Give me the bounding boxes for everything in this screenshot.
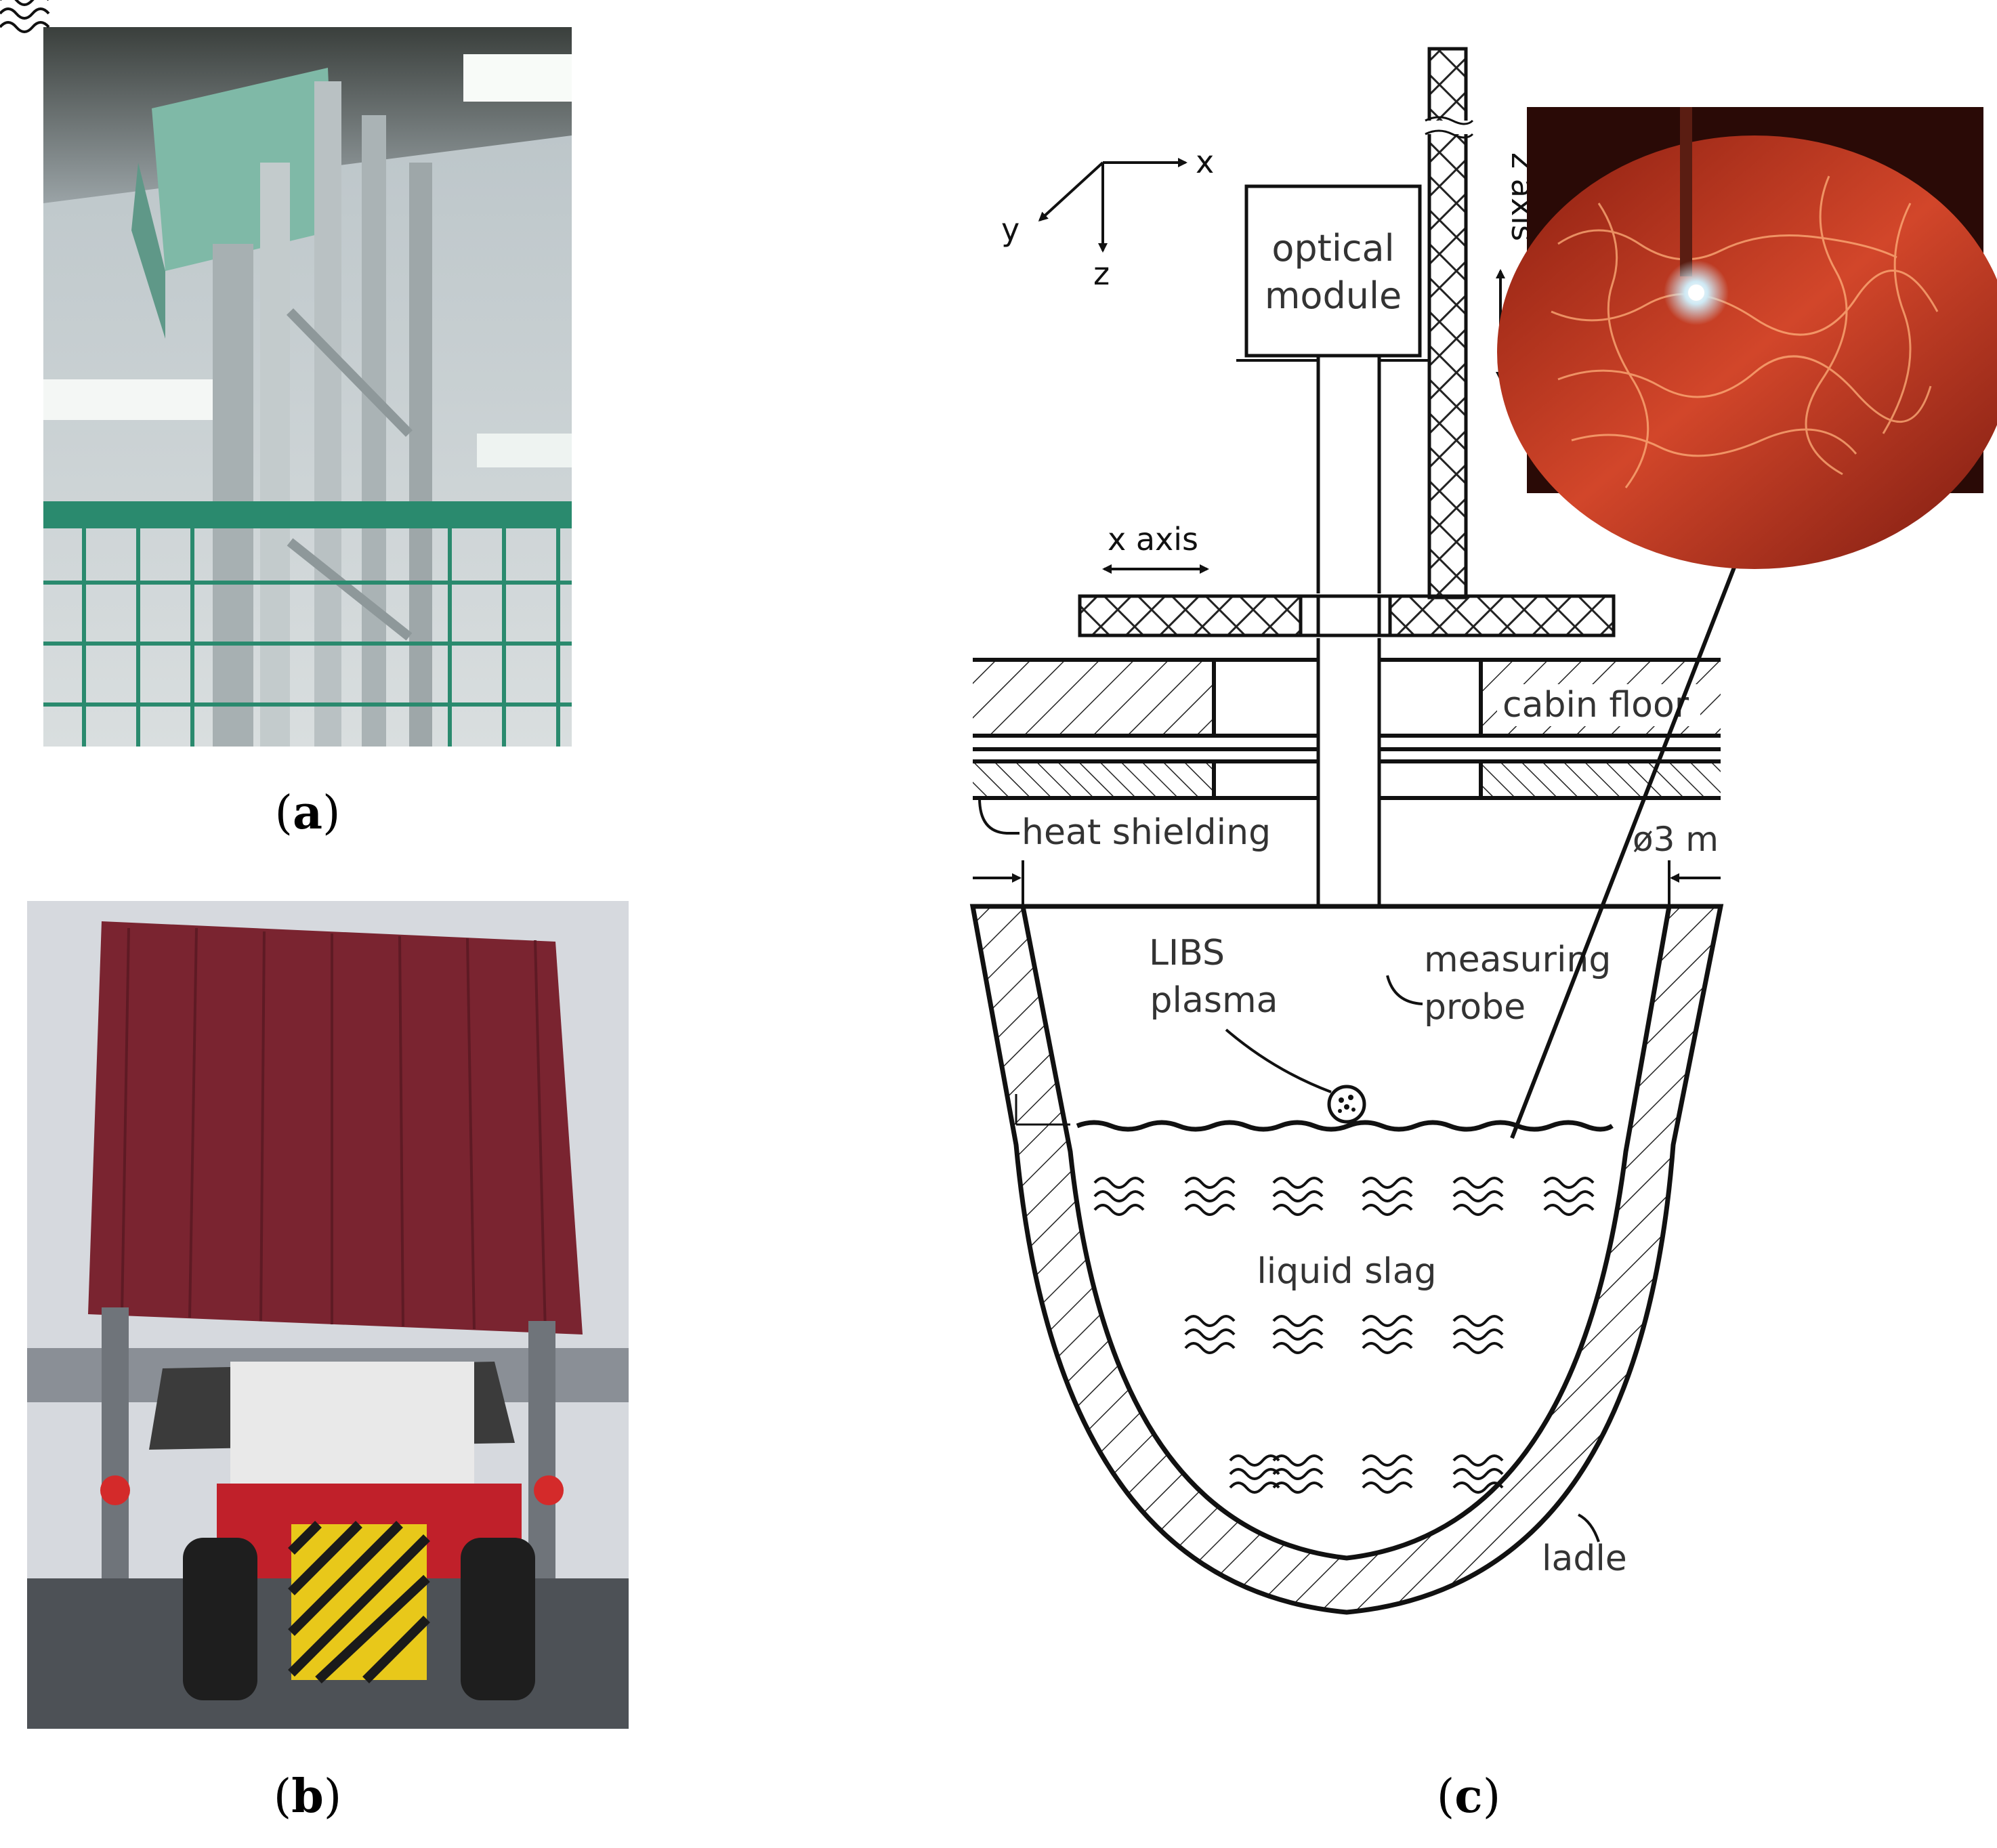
photo-b-cabin-truck (27, 901, 629, 1729)
coordinate-axes (1038, 158, 1187, 253)
caption-c: (c) (1436, 1769, 1501, 1824)
caption-a: (a) (274, 786, 341, 840)
ladle-label: ladle (1542, 1538, 1627, 1579)
optical-module-label-line1: optical (1271, 227, 1394, 270)
cabin-truck-illustration (27, 901, 629, 1729)
ladle (969, 904, 1724, 1615)
caption-b: (b) (273, 1769, 342, 1824)
x-axis-label: x axis (1108, 521, 1198, 558)
z-axis-rail (1427, 47, 1468, 600)
libs-label-line1: LIBS (1149, 933, 1225, 973)
photo-a-installation (43, 27, 572, 747)
libs-label-line2: plasma (1150, 980, 1278, 1021)
probe-label-line1: measuring (1424, 940, 1611, 980)
installation-illustration (43, 27, 572, 747)
slag-surface (1076, 1120, 1614, 1132)
axis-z-label: z (1093, 255, 1110, 292)
z-axis-label: z axis (1505, 152, 1541, 241)
cabin-floor (973, 654, 1721, 803)
slag-surface-photo-inset (1497, 107, 1997, 569)
optical-module-label-line2: module (1265, 274, 1402, 317)
liquid-slag-label: liquid slag (1257, 1251, 1436, 1292)
probe-label-line2: probe (1424, 987, 1526, 1028)
libs-plasma (1327, 1085, 1366, 1124)
diameter-label: ø3 m (1633, 820, 1719, 859)
cabin-floor-label: cabin floor (1502, 685, 1689, 726)
axis-x-label: x (1196, 144, 1214, 180)
heat-shielding-label: heat shielding (1022, 812, 1271, 853)
axis-y-label: y (1001, 211, 1019, 248)
measuring-probe (1316, 354, 1381, 1074)
optical-module-box (1244, 184, 1422, 358)
x-axis-carriage (1078, 594, 1616, 637)
inset-pointer-arrow (1510, 523, 1752, 1139)
